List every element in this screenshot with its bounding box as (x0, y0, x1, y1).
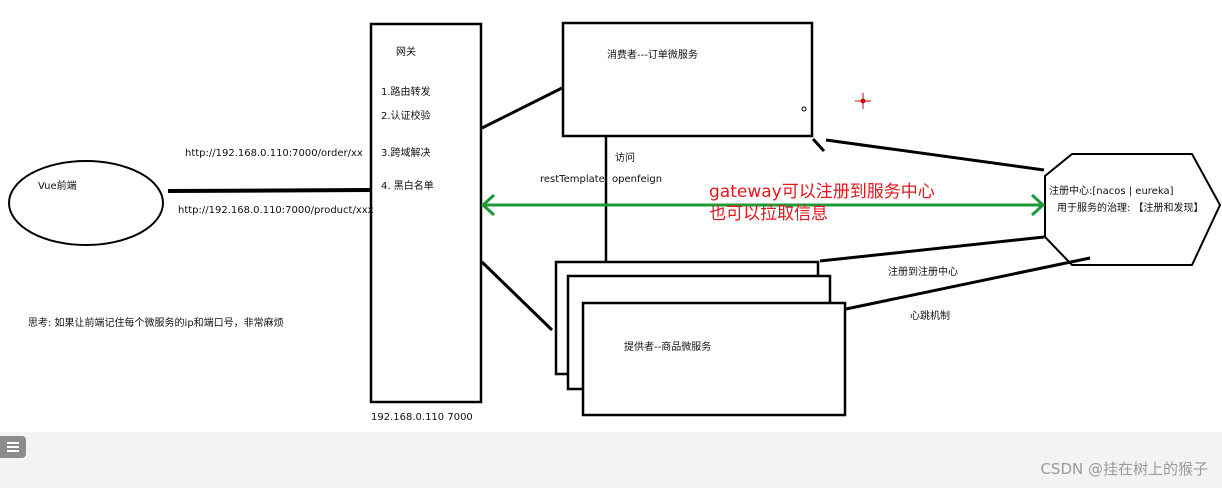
cursor-crosshair-icon (855, 93, 871, 109)
gateway-item-4: 4. 黑白名单 (381, 181, 434, 192)
gateway-provider-connector (480, 260, 554, 332)
consumer-registry-connector (825, 138, 1045, 172)
gateway-item-3: 3.跨域解决 (381, 148, 431, 159)
annotation-line-2: 也可以拉取信息 (709, 204, 828, 224)
arrow-head-left (480, 193, 496, 217)
provider-label: 提供者--商品微服务 (624, 342, 712, 353)
provider-registry-connector-2 (845, 256, 1091, 311)
gateway-title: 网关 (396, 47, 416, 58)
gateway-item-1: 1.路由转发 (381, 87, 431, 98)
url-product-label: http://192.168.0.110:7000/product/xxx (178, 205, 374, 216)
vue-frontend-node (8, 160, 164, 246)
table-of-contents-icon[interactable] (0, 436, 26, 458)
consumer-dot (801, 106, 807, 112)
gateway-consumer-connector (481, 86, 563, 130)
gateway-address: 192.168.0.110 7000 (371, 412, 473, 423)
access-label: 访问 (615, 153, 635, 164)
url-order-label: http://192.168.0.110:7000/order/xx (185, 148, 363, 159)
provider-registry-connector-1 (819, 235, 1045, 263)
vue-gateway-connector (167, 188, 371, 193)
bottom-bar (0, 432, 1222, 488)
registry-line-2: 用于服务的治理: 【注册和发现】 (1057, 203, 1204, 214)
heartbeat-label: 心跳机制 (910, 311, 950, 322)
consumer-box (561, 21, 814, 138)
provider-box-front (581, 301, 847, 417)
gateway-box (369, 22, 483, 404)
registry-line-1: 注册中心:[nacos | eureka] (1049, 186, 1174, 197)
watermark: CSDN @挂在树上的猴子 (1040, 460, 1208, 478)
resttemplate-label: restTemplate (540, 174, 605, 185)
vue-label: Vue前端 (38, 181, 77, 192)
openfeign-label: openfeign (612, 174, 663, 185)
consumer-label: 消费者---订单微服务 (607, 50, 698, 61)
registry-hexagon (1044, 153, 1222, 266)
consumer-registry-tick (811, 137, 826, 153)
arrow-head-right (1030, 193, 1046, 217)
annotation-line-1: gateway可以注册到服务中心 (709, 182, 935, 202)
note-label: 思考: 如果让前端记住每个微服务的ip和端口号，非常麻烦 (28, 318, 284, 329)
register-label: 注册到注册中心 (888, 267, 958, 278)
gateway-item-2: 2.认证校验 (381, 111, 431, 122)
